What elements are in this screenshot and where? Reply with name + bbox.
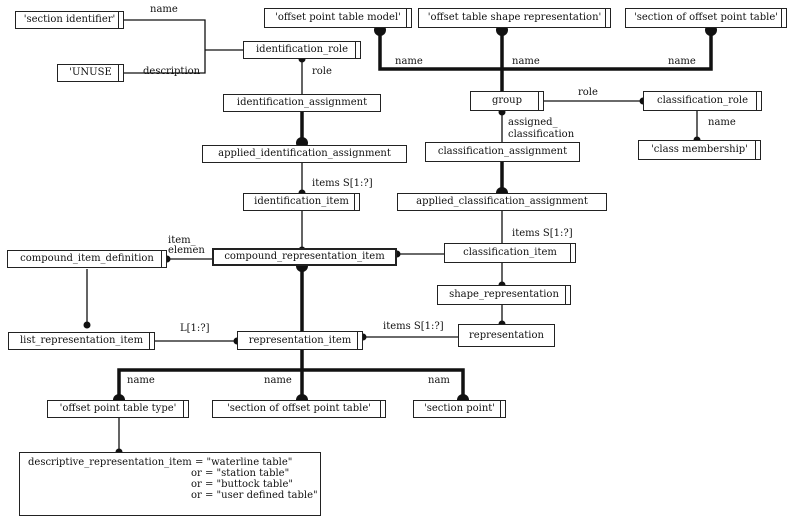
enumeration-line-4: or = "user defined table" [191,490,318,501]
section-of-offset-point-table-top-box: 'section of offset point table' [625,8,787,28]
offset-point-table-type-box: 'offset point table type' [47,400,189,418]
list-representation-item-box: list_representation_item [8,332,155,350]
group-box: group [470,91,544,111]
label-name-shape-rep: name [512,56,540,67]
representation-box: representation [458,324,555,347]
label-name-table-type: name [127,375,155,386]
section-of-offset-point-table-bottom-box: 'section of offset point table' [212,400,386,418]
identification-role-box: identification_role [243,41,361,59]
class-membership-box: 'class membership' [638,140,761,160]
label-list-cardinality: L[1:?] [180,323,210,334]
section-point-box: 'section point' [413,400,506,418]
classification-assignment-box: classification_assignment [425,142,580,162]
label-items-representation: items S[1:?] [383,321,444,332]
section-identifier-box: 'section identifier' [15,11,124,29]
label-description: description [143,66,201,77]
shape-representation-box: shape_representation [437,285,571,305]
identification-assignment-box: identification_assignment [223,94,381,112]
compound-representation-item-box: compound_representation_item [212,248,397,266]
label-role-identification: role [312,66,332,77]
classification-item-box: classification_item [444,243,576,263]
label-assigned-2: classification [508,129,575,140]
enumeration-line-3: or = "buttock table" [191,479,293,490]
enumeration-line-1: descriptive_representation_item = "water… [28,457,293,468]
label-items-identification: items S[1:?] [312,178,373,189]
label-role-classification: role [578,87,598,98]
descriptive-representation-item-enumeration: descriptive_representation_item = "water… [19,452,321,516]
label-assigned-1: assigned_ [508,117,558,128]
identification-item-box: identification_item [243,193,360,211]
label-name-section-identifier: name [150,4,178,15]
enumeration-line-2: or = "station table" [191,468,290,479]
applied-classification-assignment-box: applied_classification_assignment [397,193,607,211]
label-name-section-bottom: name [264,375,292,386]
unuse-box: 'UNUSE [57,64,124,82]
representation-item-box: representation_item [237,331,363,350]
label-item-element-1: item_ [168,235,196,246]
offset-point-table-model-box: 'offset point table model' [264,8,412,28]
label-name-section-top: name [668,56,696,67]
classification-role-box: classification_role [643,91,762,111]
label-name-model: name [395,56,423,67]
label-items-classification: items S[1:?] [512,228,573,239]
offset-table-shape-representation-box: 'offset table shape representation' [418,8,611,28]
label-name-class-membership: name [708,117,736,128]
compound-item-definition-box: compound_item_definition [7,250,167,268]
label-name-section-point: nam [428,375,450,386]
label-item-element-2: elemen [168,245,205,256]
applied-identification-assignment-box: applied_identification_assignment [202,145,407,163]
